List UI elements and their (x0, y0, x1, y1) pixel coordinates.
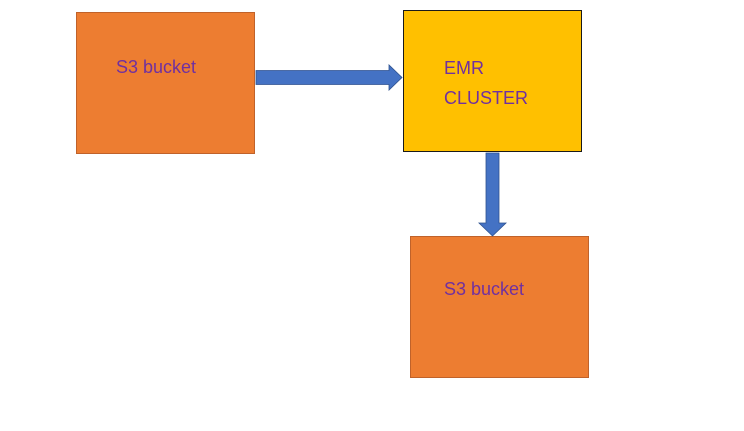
arrow-source-to-emr (255, 64, 403, 91)
source-s3-bucket-label: S3 bucket (116, 57, 197, 77)
source-s3-bucket-box: S3 bucket (76, 12, 255, 154)
emr-cluster-box: EMR CLUSTER (403, 10, 582, 152)
arrow-emr-to-destination (478, 152, 507, 237)
emr-cluster-label: EMR CLUSTER (444, 58, 529, 108)
destination-s3-bucket-box: S3 bucket (410, 236, 589, 378)
destination-s3-bucket-label: S3 bucket (444, 279, 525, 299)
